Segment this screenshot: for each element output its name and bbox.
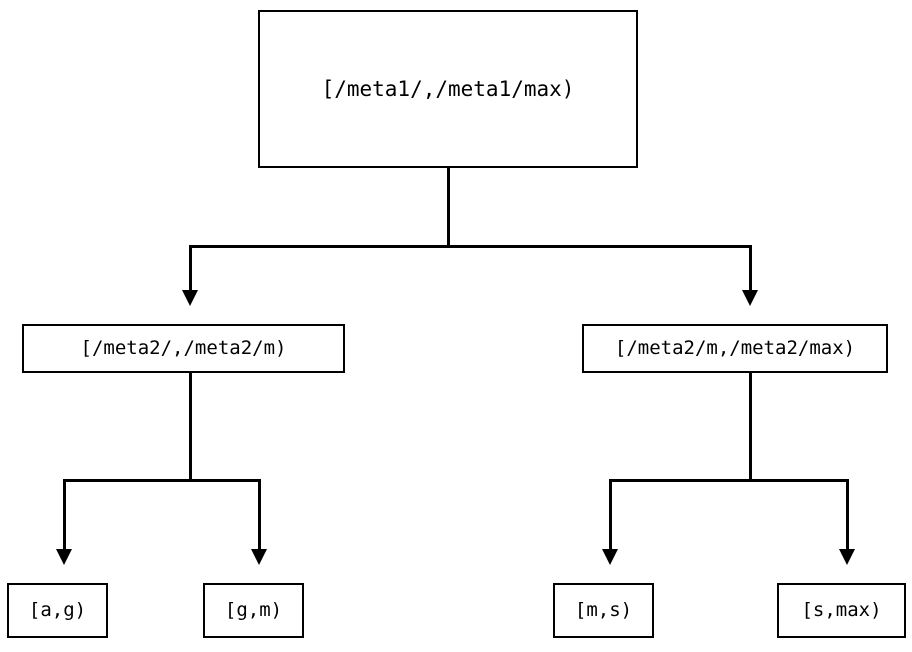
tree-node-mid-left[interactable]: [/meta2/,/meta2/m) xyxy=(22,324,345,373)
tree-node-mid-right-label: [/meta2/m,/meta2/max) xyxy=(614,337,856,359)
connector-root-to-mid-right xyxy=(749,245,752,291)
connector-mid-right-to-leaf-smax xyxy=(846,479,849,550)
connector-mid-left-to-leaf-gm xyxy=(258,479,261,550)
tree-node-leaf-smax-label: [s,max) xyxy=(801,599,882,621)
connector-mid-right-stem xyxy=(749,373,752,482)
connector-level1-bar xyxy=(189,245,751,248)
connector-root-to-mid-left xyxy=(189,245,192,291)
tree-node-leaf-ms-label: [m,s) xyxy=(574,599,633,621)
tree-node-leaf-smax[interactable]: [s,max) xyxy=(777,583,906,638)
connector-right-subtree-bar xyxy=(609,479,849,482)
arrowhead-root-to-mid-left-icon xyxy=(182,290,198,306)
arrowhead-mid-right-to-leaf-ms-icon xyxy=(602,549,618,565)
connector-mid-left-to-leaf-ag xyxy=(63,479,66,550)
connector-root-stem xyxy=(447,168,450,248)
connector-mid-right-to-leaf-ms xyxy=(609,479,612,550)
arrowhead-mid-left-to-leaf-gm-icon xyxy=(251,549,267,565)
tree-node-leaf-gm[interactable]: [g,m) xyxy=(203,583,304,638)
tree-node-mid-left-label: [/meta2/,/meta2/m) xyxy=(80,337,287,359)
tree-node-leaf-ag[interactable]: [a,g) xyxy=(7,583,108,638)
connector-left-subtree-bar xyxy=(63,479,261,482)
tree-node-leaf-ag-label: [a,g) xyxy=(28,599,87,621)
arrowhead-mid-left-to-leaf-ag-icon xyxy=(56,549,72,565)
connector-mid-left-stem xyxy=(189,373,192,482)
arrowhead-root-to-mid-right-icon xyxy=(742,290,758,306)
arrowhead-mid-right-to-leaf-smax-icon xyxy=(839,549,855,565)
tree-node-leaf-ms[interactable]: [m,s) xyxy=(553,583,654,638)
tree-node-leaf-gm-label: [g,m) xyxy=(224,599,283,621)
tree-node-mid-right[interactable]: [/meta2/m,/meta2/max) xyxy=(582,324,888,373)
tree-node-root-label: [/meta1/,/meta1/max) xyxy=(321,76,575,101)
tree-node-root[interactable]: [/meta1/,/meta1/max) xyxy=(258,10,638,168)
